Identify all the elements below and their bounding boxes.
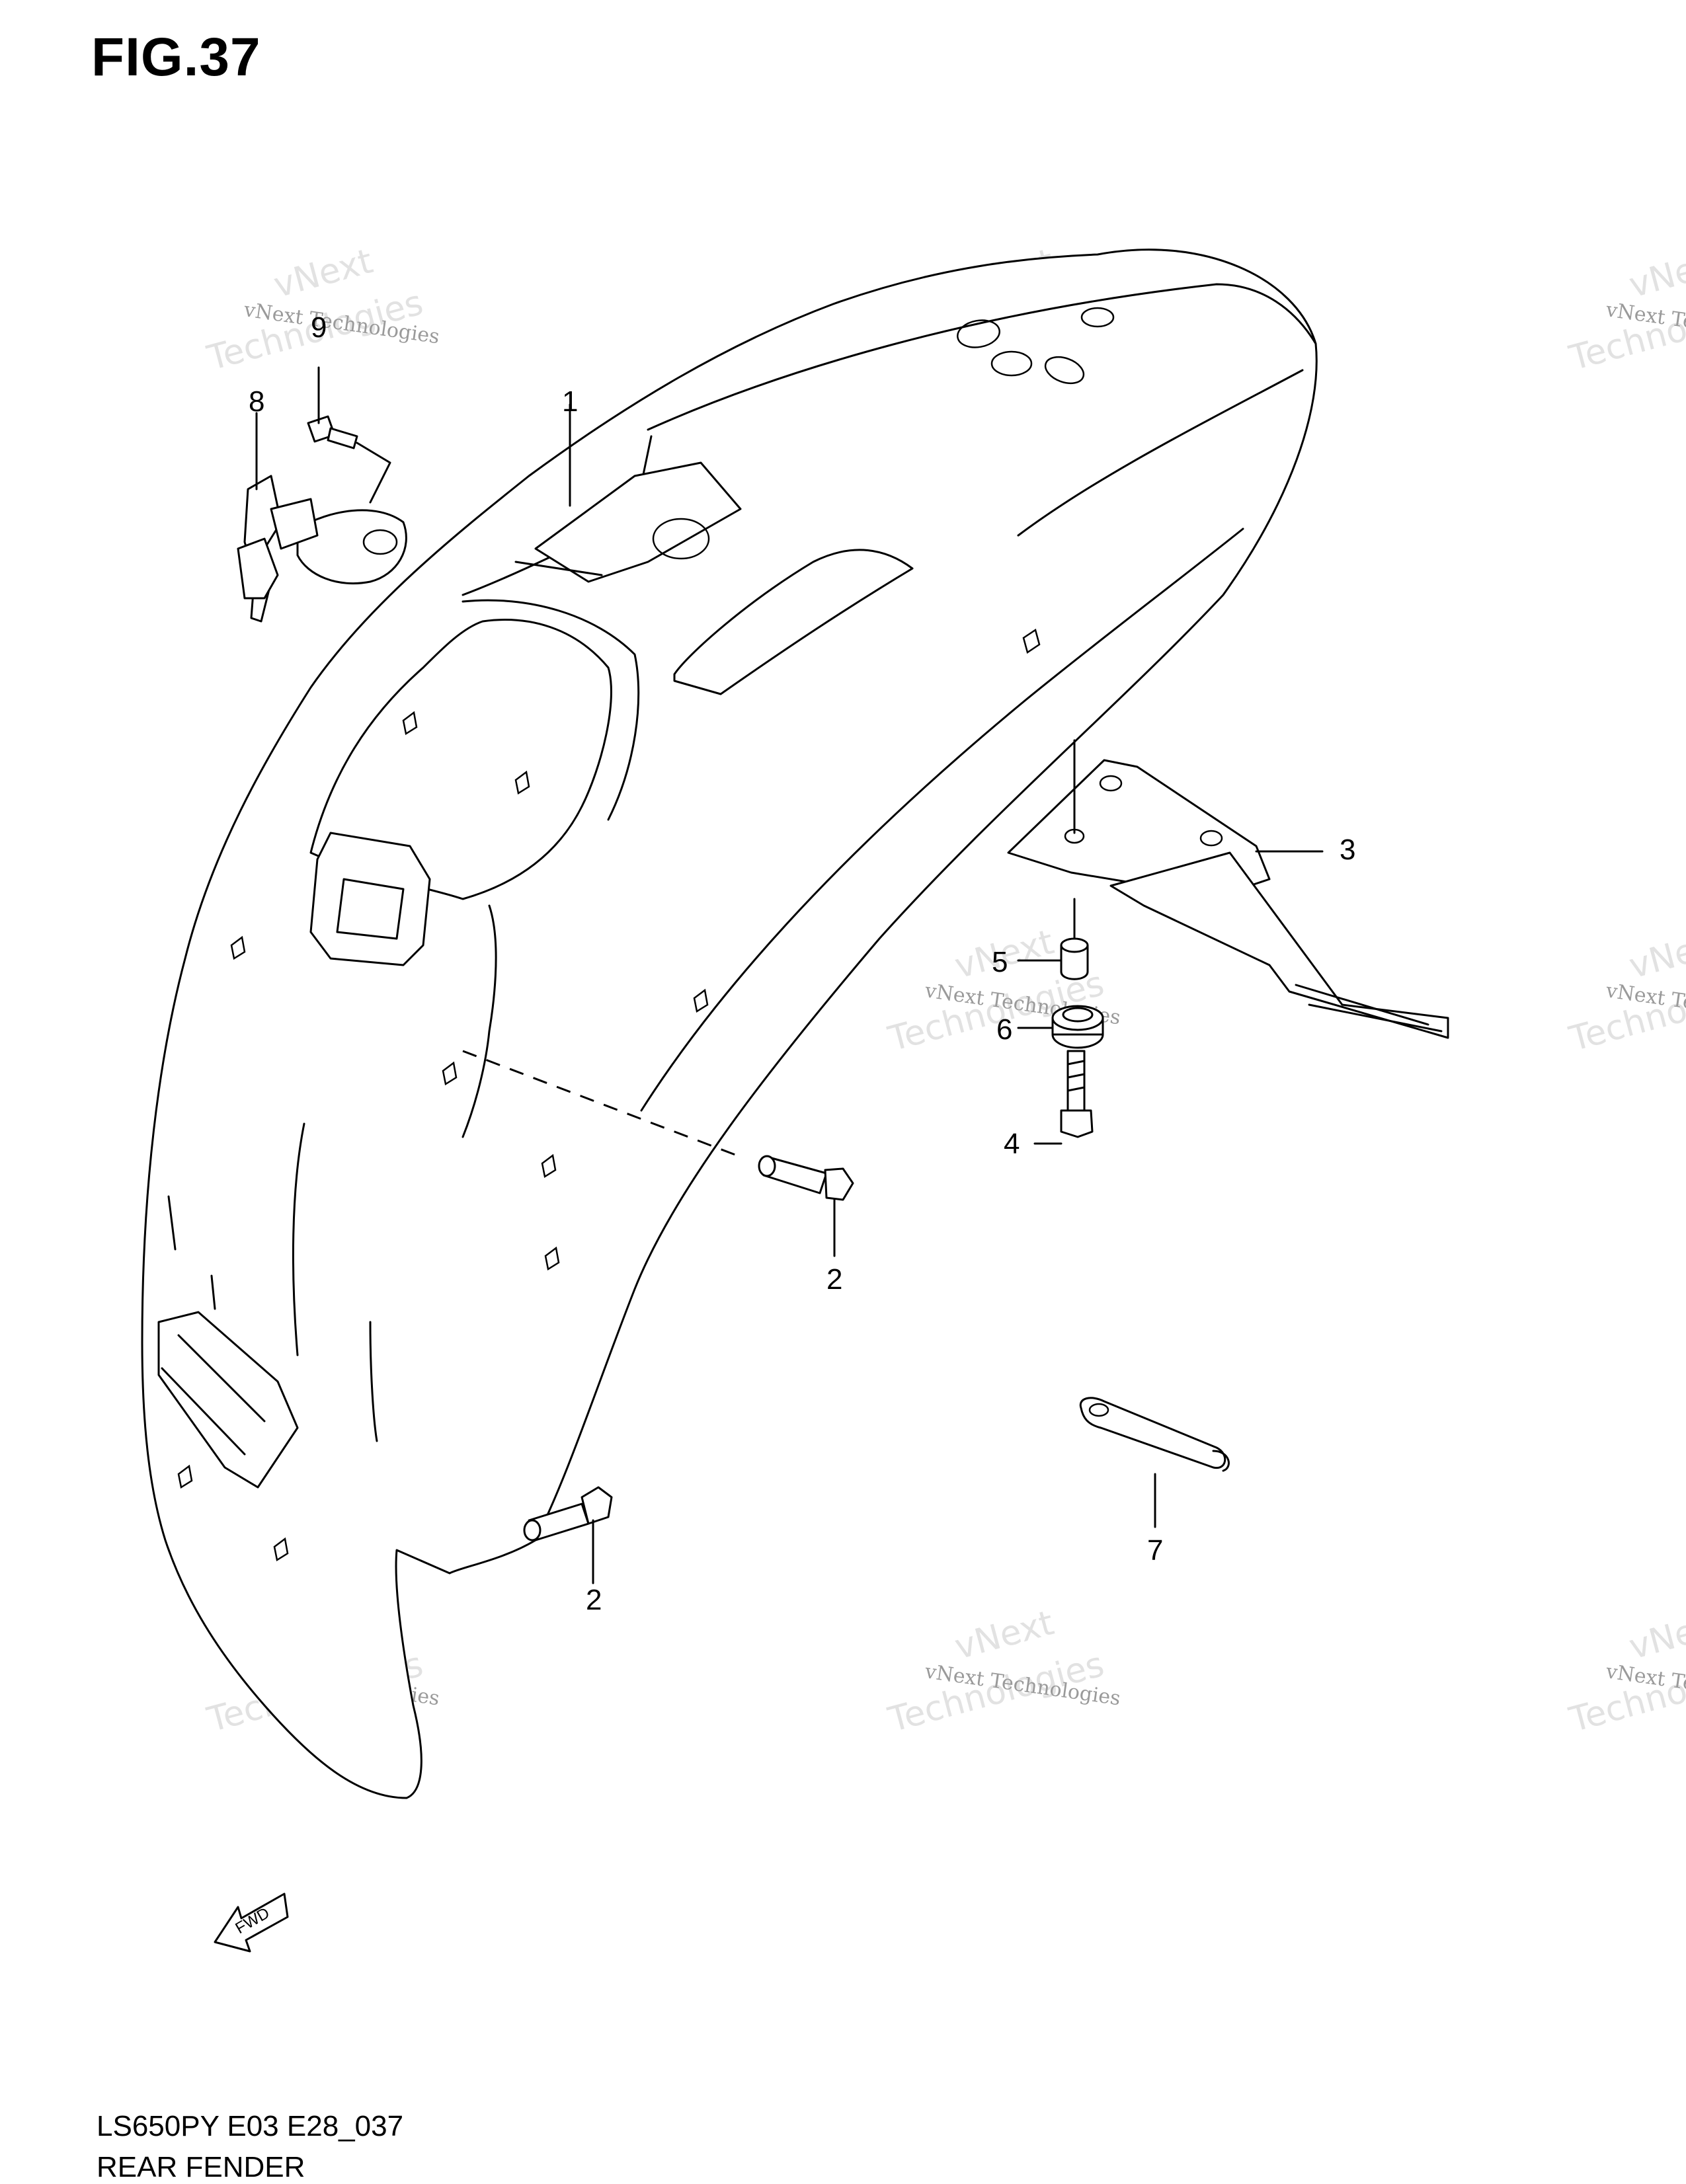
callout-5: 5 [992,946,1008,978]
rear-fender-part [141,249,1318,1799]
callout-2-lower: 2 [586,1584,602,1616]
callout-3: 3 [1340,834,1355,866]
callout-4: 4 [1004,1128,1020,1160]
svg-text:vNext: vNext [1625,241,1686,305]
watermark-top-right: vNext Technologies vNext Technologies [1565,241,1686,379]
svg-text:vNext: vNext [270,241,377,305]
callout-6: 6 [996,1013,1012,1046]
watermark-bottom-center: vNext Technologies vNext Technologies [884,1603,1122,1740]
callout-2-upper: 2 [826,1263,842,1296]
fender-bolt-upper-part [462,1050,854,1201]
leader-lines [255,366,1324,1584]
svg-text:vNext: vNext [951,1603,1058,1667]
wire-clamp-part [1079,1397,1230,1472]
rear-bracket-part [1007,739,1449,1039]
figure-title: FIG.37 [91,27,261,87]
svg-text:vNext: vNext [1625,1603,1686,1667]
callout-8: 8 [249,385,264,418]
fender-bolt-lower-part [523,1486,613,1541]
watermark-middle-right: vNext Technologies vNext Technologies [1565,922,1686,1060]
seat-lock-set-part [237,475,407,623]
callout-1: 1 [562,385,578,418]
model-code: LS650PY E03 E28_037 [97,2110,404,2142]
callout-9: 9 [311,311,327,344]
watermark-bottom-right: vNext Technologies vNext Technologies [1565,1603,1686,1740]
lock-screw-part [307,415,391,504]
svg-text:Technologies: Technologies [1565,964,1686,1060]
cushion-part [1051,1005,1104,1049]
bracket-bolt-part [1060,1050,1094,1138]
fwd-arrow: FWD [214,1892,289,1953]
callout-7: 7 [1147,1534,1163,1567]
svg-text:Technologies: Technologies [1565,1645,1686,1740]
svg-text:vNext: vNext [1625,922,1686,986]
spacer-part [1060,898,1089,980]
diagram-caption: REAR FENDER [97,2151,305,2183]
watermark-top-left: vNext Technologies vNext Technologies [203,241,441,379]
svg-text:Technologies: Technologies [1565,283,1686,379]
